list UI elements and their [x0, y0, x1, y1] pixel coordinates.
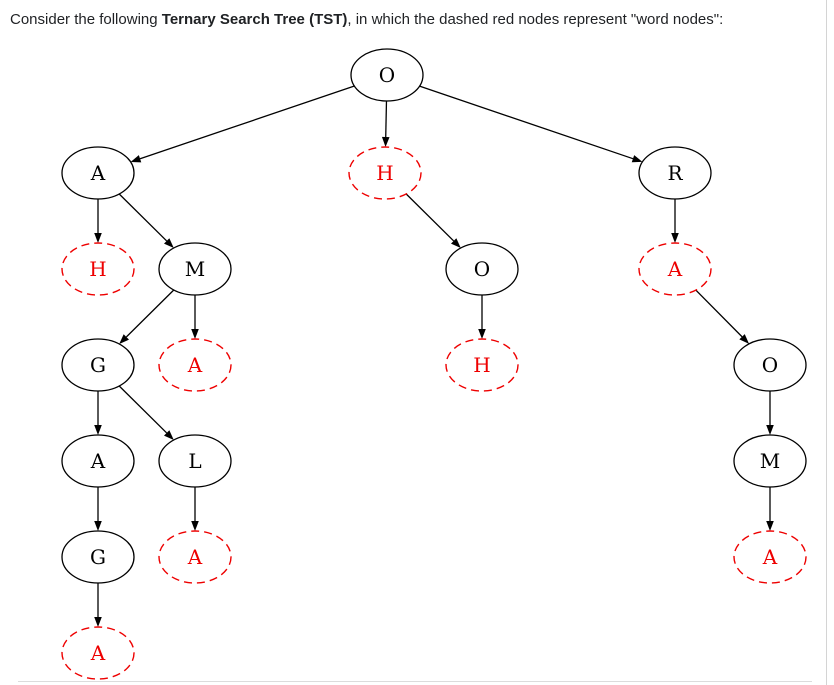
tree-edge: [419, 85, 634, 160]
node-label: M: [185, 257, 205, 281]
node-label: O: [474, 257, 490, 281]
node-ellipse: [733, 530, 807, 584]
arrowhead-icon: [766, 425, 774, 435]
tree-edge: [385, 100, 388, 138]
node-label: O: [762, 353, 778, 377]
tree-edge: [125, 289, 175, 338]
node-label: R: [667, 161, 683, 185]
node-ellipse: [61, 242, 135, 296]
node-ellipse: [350, 48, 424, 102]
node-ellipse: [61, 626, 135, 680]
arrowhead-icon: [163, 238, 174, 248]
tree-node-m: M: [733, 434, 807, 488]
arrowhead-icon: [671, 233, 679, 243]
node-ellipse: [445, 242, 519, 296]
node-label: A: [90, 641, 106, 665]
node-label: G: [90, 353, 106, 377]
tree-edge: [695, 289, 743, 338]
node-ellipse: [445, 338, 519, 392]
tree-edge: [405, 193, 455, 242]
tree-node-o: O: [733, 338, 807, 392]
node-label: A: [90, 161, 106, 185]
arrowhead-icon: [130, 155, 142, 163]
arrowhead-icon: [94, 425, 102, 435]
arrowhead-icon: [163, 430, 174, 440]
node-ellipse: [348, 146, 422, 200]
arrowhead-icon: [119, 334, 130, 344]
node-label: O: [379, 63, 395, 87]
node-ellipse: [158, 338, 232, 392]
node-ellipse: [61, 338, 135, 392]
arrowhead-icon: [631, 155, 643, 163]
node-ellipse: [158, 434, 232, 488]
node-label: H: [473, 353, 490, 377]
word-node-a: A: [733, 530, 807, 584]
arrowhead-icon: [381, 136, 390, 148]
bottom-divider: [18, 681, 812, 682]
arrowhead-icon: [766, 521, 774, 531]
node-ellipse: [61, 434, 135, 488]
node-ellipse: [733, 434, 807, 488]
word-node-a: A: [158, 338, 232, 392]
question-text: Consider the following Ternary Search Tr…: [10, 9, 810, 30]
word-node-a: A: [158, 530, 232, 584]
question-text-suffix: , in which the dashed red nodes represen…: [347, 11, 724, 28]
node-label: M: [760, 449, 780, 473]
tree-edge: [139, 85, 355, 160]
word-node-h: H: [348, 146, 422, 200]
node-label: H: [376, 161, 393, 185]
arrowhead-icon: [478, 329, 486, 339]
node-label: H: [89, 257, 106, 281]
tree-node-r: R: [638, 146, 712, 200]
word-node-h: H: [61, 242, 135, 296]
arrowhead-icon: [450, 238, 461, 248]
node-ellipse: [61, 146, 135, 200]
tree-node-g: G: [61, 338, 135, 392]
tree-edge: [118, 385, 168, 434]
tree-node-m: M: [158, 242, 232, 296]
arrowhead-icon: [191, 521, 199, 531]
node-label: A: [90, 449, 106, 473]
tree-node-a: A: [61, 434, 135, 488]
word-node-h: H: [445, 338, 519, 392]
word-node-a: A: [638, 242, 712, 296]
node-label: A: [762, 545, 778, 569]
tree-node-o: O: [445, 242, 519, 296]
node-ellipse: [733, 338, 807, 392]
node-label: G: [90, 545, 106, 569]
question-text-prefix: Consider the following: [10, 11, 162, 28]
question-text-bold: Ternary Search Tree (TST): [161, 11, 348, 28]
right-border: [826, 0, 827, 685]
node-ellipse: [638, 242, 712, 296]
node-label: L: [188, 449, 201, 473]
tree-node-o: O: [350, 48, 424, 102]
node-ellipse: [61, 530, 135, 584]
node-label: A: [187, 353, 203, 377]
node-ellipse: [158, 530, 232, 584]
tree-edge: [118, 193, 168, 242]
arrowhead-icon: [94, 617, 102, 627]
node-ellipse: [638, 146, 712, 200]
arrowhead-icon: [191, 329, 199, 339]
node-label: A: [187, 545, 203, 569]
node-ellipse: [158, 242, 232, 296]
tree-node-l: L: [158, 434, 232, 488]
tree-node-g: G: [61, 530, 135, 584]
word-node-a: A: [61, 626, 135, 680]
arrowhead-icon: [94, 521, 102, 531]
tree-node-a: A: [61, 146, 135, 200]
arrowhead-icon: [94, 233, 102, 243]
arrowhead-icon: [739, 334, 750, 344]
node-label: A: [667, 257, 683, 281]
